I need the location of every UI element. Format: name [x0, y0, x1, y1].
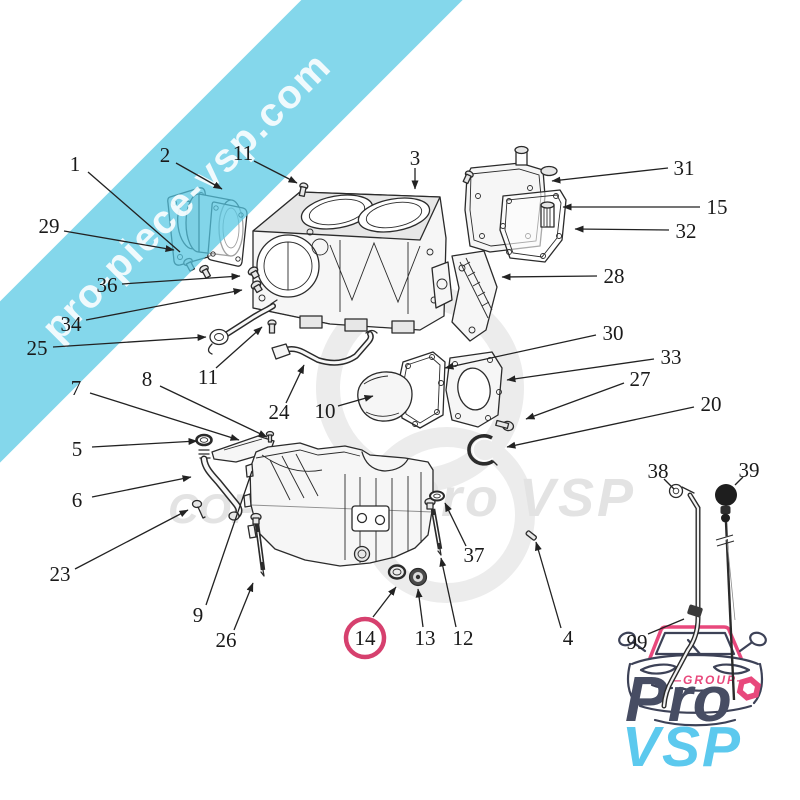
part-label-12: 12	[453, 626, 474, 650]
part-label-20: 20	[701, 392, 722, 416]
part-label-32: 32	[676, 219, 697, 243]
car-sketch	[618, 625, 767, 727]
part-label-1: 1	[70, 152, 81, 176]
part-label-23: 23	[50, 562, 71, 586]
part-label-4: 4	[563, 626, 574, 650]
banner-ribbon	[0, 0, 500, 515]
oil-pan-drawing	[243, 442, 434, 567]
leader-line-26	[233, 582, 254, 631]
part-label-3: 3	[410, 146, 421, 170]
part-label-26: 26	[216, 628, 237, 652]
part-label-36: 36	[97, 273, 118, 297]
part-label-10: 10	[315, 399, 336, 423]
part-label-14: 14	[355, 626, 377, 650]
leader-line-29	[63, 230, 175, 253]
part-label-13: 13	[415, 626, 436, 650]
leader-line-11	[215, 326, 263, 369]
part-label-24: 24	[269, 400, 291, 424]
leader-line-11	[253, 160, 298, 184]
leader-line-37	[444, 502, 467, 547]
pickup-tube-drawing	[191, 433, 243, 521]
leader-line-99	[647, 618, 685, 635]
leader-line-36	[121, 273, 241, 285]
part-label-15: 15	[707, 195, 728, 219]
baffle-bracket-drawing	[271, 329, 378, 366]
leader-line-13	[415, 588, 424, 628]
dipstick-drawing	[661, 483, 737, 709]
oil-pipe-drawing	[207, 299, 278, 355]
logo-vsp-text: VSP	[622, 715, 742, 779]
leader-line-2	[175, 162, 223, 190]
part-label-11: 11	[233, 141, 253, 165]
rear-cover-drawing	[445, 351, 503, 428]
chain-guide-drawing	[451, 250, 498, 342]
part-label-27: 27	[630, 367, 651, 391]
leader-line-38	[663, 478, 675, 490]
leader-line-1	[87, 171, 181, 253]
part-label-37: 37	[464, 543, 485, 567]
fasteners-drawing	[250, 490, 538, 587]
piston-drawing	[357, 371, 413, 422]
part-label-6: 6	[72, 488, 83, 512]
leader-line-24	[285, 364, 305, 404]
logo-group-label: —GROUP—	[668, 673, 751, 687]
part-label-29: 29	[39, 214, 60, 238]
engine-block-drawing	[252, 191, 453, 334]
leader-line-14	[372, 586, 397, 618]
part-label-28: 28	[604, 264, 625, 288]
part-label-30: 30	[603, 321, 624, 345]
leader-line-39	[734, 476, 744, 486]
leader-line-4	[535, 541, 562, 629]
leader-line-25	[52, 334, 207, 348]
part-label-39: 39	[739, 458, 760, 482]
brand-logo-block: —GROUP— Pro VSP	[618, 625, 767, 779]
part-label-5: 5	[72, 437, 83, 461]
leader-line-32	[574, 225, 670, 233]
watermark-copy-text: COP	[168, 485, 260, 532]
part-label-7: 7	[71, 376, 82, 400]
leader-line-23	[74, 509, 189, 570]
leader-line-34	[85, 288, 243, 321]
leader-line-20	[506, 406, 695, 449]
leader-line-12	[439, 557, 457, 628]
gasket-filter-drawing	[499, 189, 567, 263]
logo-hex-nut-icon	[736, 676, 762, 701]
leader-line-33	[506, 358, 655, 383]
part-label-38: 38	[648, 459, 669, 483]
part-label-9: 9	[193, 603, 204, 627]
logo-pro-text: Pro	[625, 663, 732, 735]
part-label-31: 31	[674, 156, 695, 180]
leader-line-28	[501, 273, 598, 281]
leader-line-9	[205, 470, 253, 606]
part-label-2: 2	[160, 143, 171, 167]
highlighted-part-circle[interactable]	[343, 616, 387, 660]
part-label-99: 99	[627, 630, 648, 654]
part-label-8: 8	[142, 367, 153, 391]
seal-bolt-drawing	[467, 419, 515, 466]
part-label-25: 25	[27, 336, 48, 360]
leader-line-30	[444, 334, 597, 370]
leader-line-10	[337, 394, 374, 407]
leader-line-7	[89, 392, 240, 441]
part-label-33: 33	[661, 345, 682, 369]
leader-line-5	[91, 437, 198, 448]
leader-line-8	[159, 385, 268, 438]
leader-line-31	[551, 167, 669, 184]
part-label-34: 34	[61, 312, 83, 336]
leader-line-27	[525, 382, 625, 420]
small-bolts-drawing	[247, 182, 309, 334]
leader-line-6	[91, 475, 192, 498]
part-label-11: 11	[198, 365, 218, 389]
